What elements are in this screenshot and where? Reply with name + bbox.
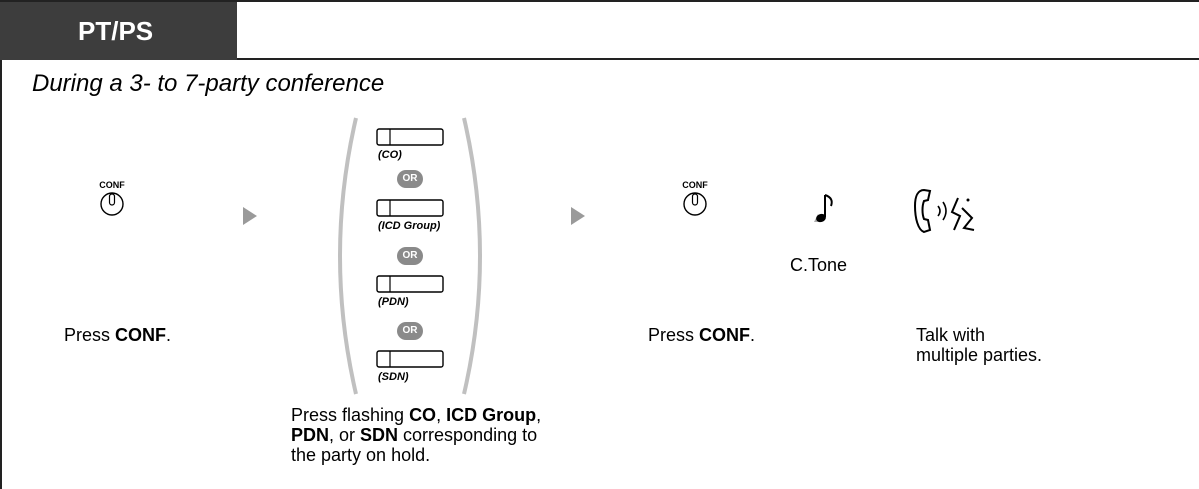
- conf-button-step3[interactable]: CONF: [675, 180, 715, 223]
- step2-text: Press flashing CO, ICD Group, PDN, or SD…: [291, 405, 542, 465]
- pdn-key-icon[interactable]: [376, 275, 444, 293]
- step3-text: Press CONF.: [648, 325, 756, 345]
- sdn-key-icon[interactable]: [376, 350, 444, 368]
- or-badge: OR: [397, 322, 423, 340]
- conf-knob-icon: [100, 192, 124, 216]
- header-bar: PT/PS: [0, 0, 1199, 60]
- conf-button-step1[interactable]: CONF: [92, 180, 132, 223]
- step1-text: Press CONF.: [64, 325, 172, 345]
- subtitle: During a 3- to 7-party conference: [32, 70, 385, 97]
- key-label-pdn: (PDN): [378, 296, 409, 308]
- arrow-icon: [571, 207, 585, 225]
- or-badge: OR: [397, 170, 423, 188]
- tone-label: C.Tone: [790, 255, 848, 275]
- key-label-sdn: (SDN): [378, 371, 409, 383]
- music-note-icon: [814, 194, 833, 223]
- icd-group-key-icon[interactable]: [376, 199, 444, 217]
- or-badge: OR: [397, 247, 423, 265]
- conf-button-label: CONF: [99, 180, 125, 190]
- arrow-icon: [243, 207, 257, 225]
- co-key-icon[interactable]: [376, 128, 444, 146]
- conf-knob-icon: [683, 192, 707, 216]
- tab-pt-ps: PT/PS: [0, 2, 237, 60]
- bracket-group: [338, 117, 482, 395]
- conf-button-label: CONF: [682, 180, 708, 190]
- handset-talk-icon: [913, 188, 975, 234]
- key-label-co: (CO): [378, 149, 402, 161]
- key-label-icd-group: (ICD Group): [378, 220, 441, 232]
